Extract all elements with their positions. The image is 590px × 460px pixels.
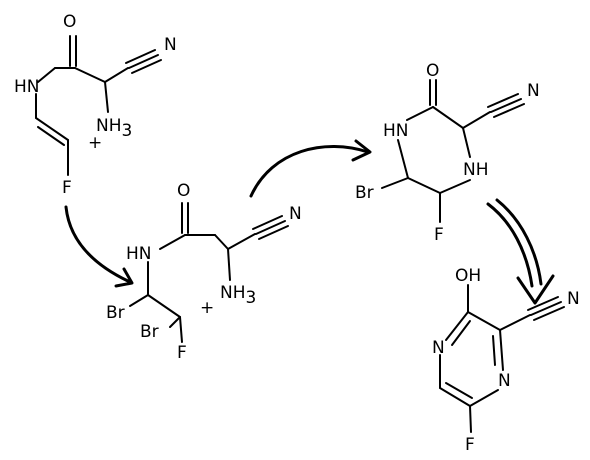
bond xyxy=(493,103,525,118)
bond xyxy=(179,316,183,343)
hydroxyl-label: OH xyxy=(455,266,481,286)
bond xyxy=(35,117,69,141)
fluorine-label: F xyxy=(62,178,72,198)
bond xyxy=(492,335,496,366)
bond xyxy=(381,177,409,189)
bond xyxy=(451,320,471,346)
bond xyxy=(533,306,565,321)
curved-arrow-3 xyxy=(486,198,555,305)
bond xyxy=(104,81,109,113)
bond xyxy=(467,311,501,331)
bond xyxy=(487,93,519,108)
bond xyxy=(462,127,471,158)
ammonium-label: NH3 xyxy=(96,116,132,141)
bond xyxy=(530,301,562,316)
amide-nh-label: HN xyxy=(126,244,152,264)
molecule-pyrazine: OH N N N F xyxy=(432,266,580,455)
bond xyxy=(527,296,559,311)
bond xyxy=(499,314,531,331)
bond xyxy=(469,389,499,407)
curved-arrow-2 xyxy=(249,139,372,198)
fluorine-label: F xyxy=(177,343,187,363)
bromine-label: Br xyxy=(355,183,374,203)
ammonium-label: NH3 xyxy=(220,283,256,308)
bond xyxy=(227,248,231,281)
bond xyxy=(37,126,65,146)
ring-nh-label: HN xyxy=(383,121,409,141)
bond xyxy=(131,59,162,74)
fluorine-label: F xyxy=(434,225,444,245)
ring-nitrogen-label: N xyxy=(498,371,511,391)
oxygen-label: O xyxy=(426,61,439,81)
bond xyxy=(407,177,441,194)
bond xyxy=(462,111,491,129)
positive-charge-label: + xyxy=(200,298,214,318)
bond xyxy=(397,139,409,179)
bond xyxy=(432,106,464,129)
bond xyxy=(74,67,106,83)
molecule-dibromo-intermediate: O HN N NH3 + Br Br F xyxy=(106,181,302,363)
bromine-label: Br xyxy=(106,303,125,323)
ring-nh-label: NH xyxy=(463,160,489,180)
bond xyxy=(490,98,522,113)
oxygen-label: O xyxy=(177,181,190,201)
bond xyxy=(169,316,181,328)
bond xyxy=(214,234,229,250)
ring-nitrogen-label: N xyxy=(432,338,445,358)
bond xyxy=(469,405,472,433)
bond xyxy=(445,382,473,399)
bromine-label: Br xyxy=(140,322,159,342)
nitrile-nitrogen-label: N xyxy=(527,81,540,101)
bond xyxy=(258,225,289,240)
bond xyxy=(129,294,149,307)
fluorine-label: F xyxy=(465,435,475,455)
bond xyxy=(37,67,56,83)
amide-nh-label: HN xyxy=(14,77,40,97)
nitrile-nitrogen-label: N xyxy=(289,204,302,224)
bond xyxy=(439,179,471,194)
bond xyxy=(128,54,159,69)
bond xyxy=(227,233,256,250)
bond xyxy=(406,106,434,121)
oxygen-label: O xyxy=(63,12,76,32)
bond xyxy=(445,311,469,341)
bond xyxy=(499,329,504,371)
bond xyxy=(439,387,471,407)
bond xyxy=(159,234,186,250)
bond xyxy=(104,67,129,83)
molecule-enamide: O HN N NH3 + F xyxy=(14,12,177,198)
positive-charge-label: + xyxy=(88,133,102,153)
molecule-piperazinone: O HN NH N Br F xyxy=(355,61,540,245)
bond xyxy=(125,49,156,64)
bond xyxy=(147,294,181,318)
curved-arrow-1 xyxy=(64,205,134,288)
nitrile-nitrogen-label: N xyxy=(567,289,580,309)
bond xyxy=(255,220,286,235)
bond xyxy=(252,215,283,230)
nitrile-nitrogen-label: N xyxy=(164,35,177,55)
